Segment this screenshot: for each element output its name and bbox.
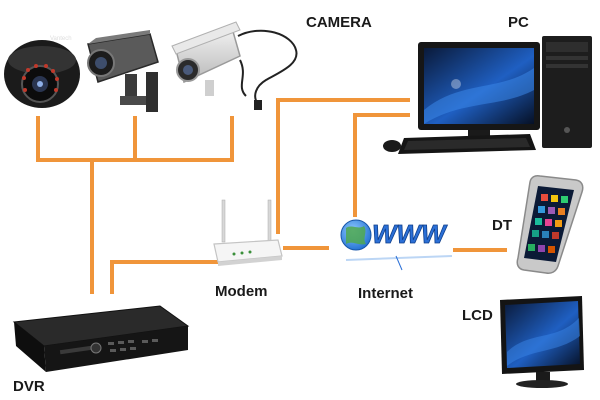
dvr-label: DVR <box>13 378 45 395</box>
internet-globe-icon: WWW <box>340 219 453 271</box>
dvr-modem-line <box>110 260 220 294</box>
dt-phone-icon <box>516 175 584 274</box>
bullet-camera-icon <box>87 30 159 112</box>
camera-label: CAMERA <box>306 14 372 31</box>
pc-internet-line <box>353 113 410 217</box>
pc-icon <box>383 36 592 154</box>
pc-modem-line <box>276 98 410 234</box>
www-text: WWW <box>372 219 448 249</box>
connector-lines <box>36 98 507 294</box>
dt-label: DT <box>492 217 512 234</box>
box-camera-icon <box>171 21 298 110</box>
lcd-monitor-icon <box>500 296 584 388</box>
modem-icon <box>213 199 283 266</box>
camera-brand-text: Vantech <box>50 36 72 42</box>
camera-bus-line <box>36 116 234 294</box>
dome-camera-icon: Vantech <box>4 36 80 108</box>
dvr-icon <box>12 305 190 372</box>
modem-label: Modem <box>215 283 268 300</box>
lcd-label: LCD <box>462 307 493 324</box>
internet-label: Internet <box>358 285 413 302</box>
pc-label: PC <box>508 14 529 31</box>
